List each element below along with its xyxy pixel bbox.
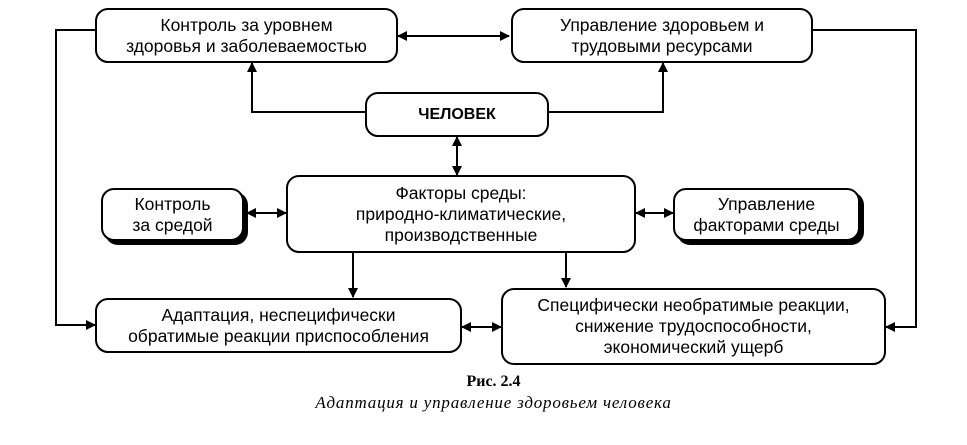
environment-control-line-2: за средой: [132, 214, 213, 235]
environment-factors-line-1: Факторы среды:: [395, 182, 527, 203]
health-management-line-1: Управление здоровьем и: [559, 14, 764, 35]
connector-health-management-specific-reactions: [813, 29, 917, 332]
adaptation-line-2: обратимые реакции приспособления: [128, 325, 429, 346]
health-control-line-1: Контроль за уровнем: [160, 14, 333, 35]
figure-label: Рис. 2.4: [466, 373, 521, 390]
connector-human-health-management: [549, 62, 668, 113]
human-label: ЧЕЛОВЕК: [418, 106, 496, 123]
environment-control-box: Контроль за средой: [101, 188, 244, 241]
specific-reactions-box: Специфически необратимые реакции, снижен…: [501, 288, 886, 365]
adaptation-box: Адаптация, неспецифически обратимые реак…: [95, 298, 462, 353]
specific-reactions-line-2: снижение трудоспособности,: [575, 316, 812, 336]
figure-title: Адаптация и управление здоровьем человек…: [315, 393, 672, 412]
health-management-box: Управление здоровьем и трудовыми ресурса…: [511, 8, 813, 63]
health-control-line-2: здоровья и заболеваемостью: [126, 35, 367, 56]
connector-health-control-adaptation: [55, 29, 96, 330]
adaptation-line-1: Адаптация, неспецифически: [161, 304, 396, 325]
connector-human-health-control: [247, 62, 365, 113]
environment-control-line-1: Контроль: [134, 193, 211, 214]
factors-management-line-2: факторами среды: [693, 214, 840, 235]
figure-caption: Рис. 2.4 Адаптация и управление здоровье…: [0, 372, 967, 414]
factors-management-box: Управление факторами среды: [673, 188, 860, 241]
specific-reactions-line-3: экономический ущерб: [603, 337, 784, 357]
environment-factors-line-3: производственные: [384, 224, 538, 245]
specific-reactions-line-1: Специфически необратимые реакции,: [537, 295, 850, 315]
health-management-line-2: трудовыми ресурсами: [571, 35, 753, 56]
health-control-box: Контроль за уровнем здоровья и заболевае…: [95, 8, 398, 63]
human-box: ЧЕЛОВЕК: [365, 92, 549, 137]
factors-management-line-1: Управление: [717, 193, 816, 214]
environment-factors-box: Факторы среды: природно-климатические, п…: [286, 175, 636, 253]
environment-factors-line-2: природно-климатические,: [355, 203, 567, 224]
